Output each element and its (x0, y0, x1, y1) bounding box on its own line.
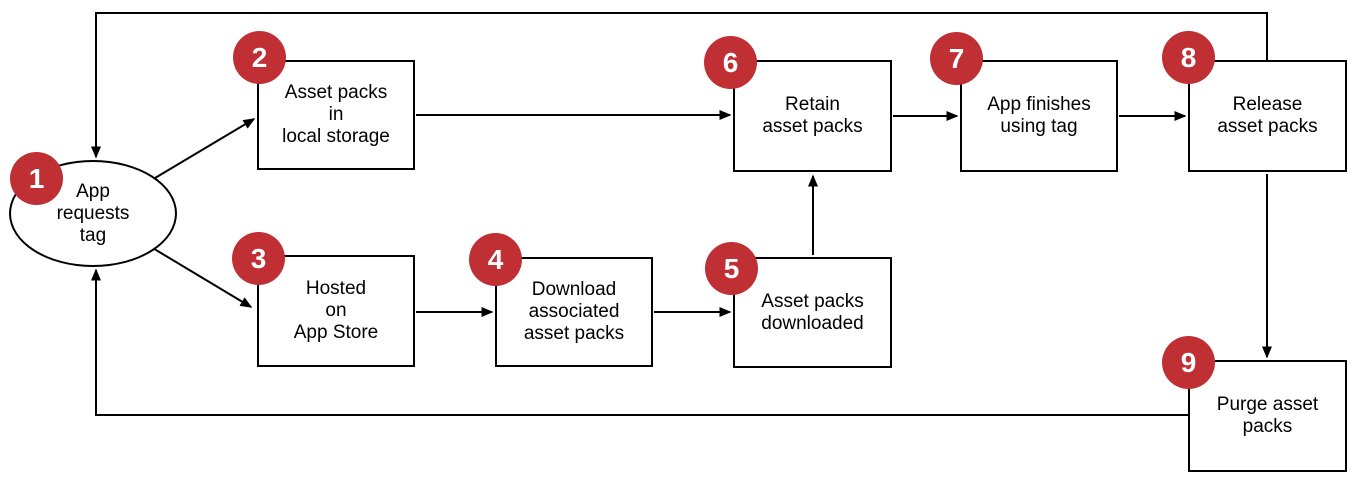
step-badge-7: 7 (930, 32, 983, 85)
step-badge-4: 4 (469, 233, 522, 286)
step-node-release-asset-packs: Release asset packs (1188, 60, 1347, 172)
node-label: Hosted on App Store (293, 278, 379, 343)
step-badge-3: 3 (232, 232, 285, 285)
node-label: App finishes using tag (987, 94, 1091, 137)
step-node-download-associated-asset-packs: Download associated asset packs (495, 257, 653, 367)
node-label: App requests tag (56, 180, 130, 246)
step-badge-1: 1 (10, 152, 63, 205)
edge-8-to-1-feedback-top (91, 12, 1268, 159)
step-badge-9: 9 (1162, 336, 1215, 389)
step-node-app-finishes-using-tag: App finishes using tag (960, 60, 1118, 172)
step-node-asset-packs-downloaded: Asset packs downloaded (733, 257, 892, 368)
node-label: Asset packs downloaded (761, 290, 864, 334)
step-node-asset-packs-in-local-storage: Asset packs in local storage (257, 60, 415, 170)
node-label: Release asset packs (1217, 94, 1318, 137)
step-node-hosted-on-app-store: Hosted on App Store (257, 255, 415, 367)
node-label: Download associated asset packs (523, 279, 625, 344)
node-label: Retain asset packs (762, 94, 863, 137)
node-label: Asset packs in local storage (282, 82, 390, 147)
step-badge-2: 2 (233, 31, 286, 84)
step-node-retain-asset-packs: Retain asset packs (733, 60, 892, 172)
node-label: Purge asset packs (1216, 394, 1319, 437)
edge-1-to-2 (149, 118, 256, 182)
step-node-purge-asset-packs: Purge asset packs (1188, 360, 1347, 472)
step-badge-8: 8 (1162, 31, 1215, 84)
edge-9-to-1-feedback-bottom (91, 268, 1188, 416)
step-badge-5: 5 (705, 242, 758, 295)
edge-1-to-3 (150, 246, 253, 308)
step-badge-6: 6 (704, 36, 757, 89)
